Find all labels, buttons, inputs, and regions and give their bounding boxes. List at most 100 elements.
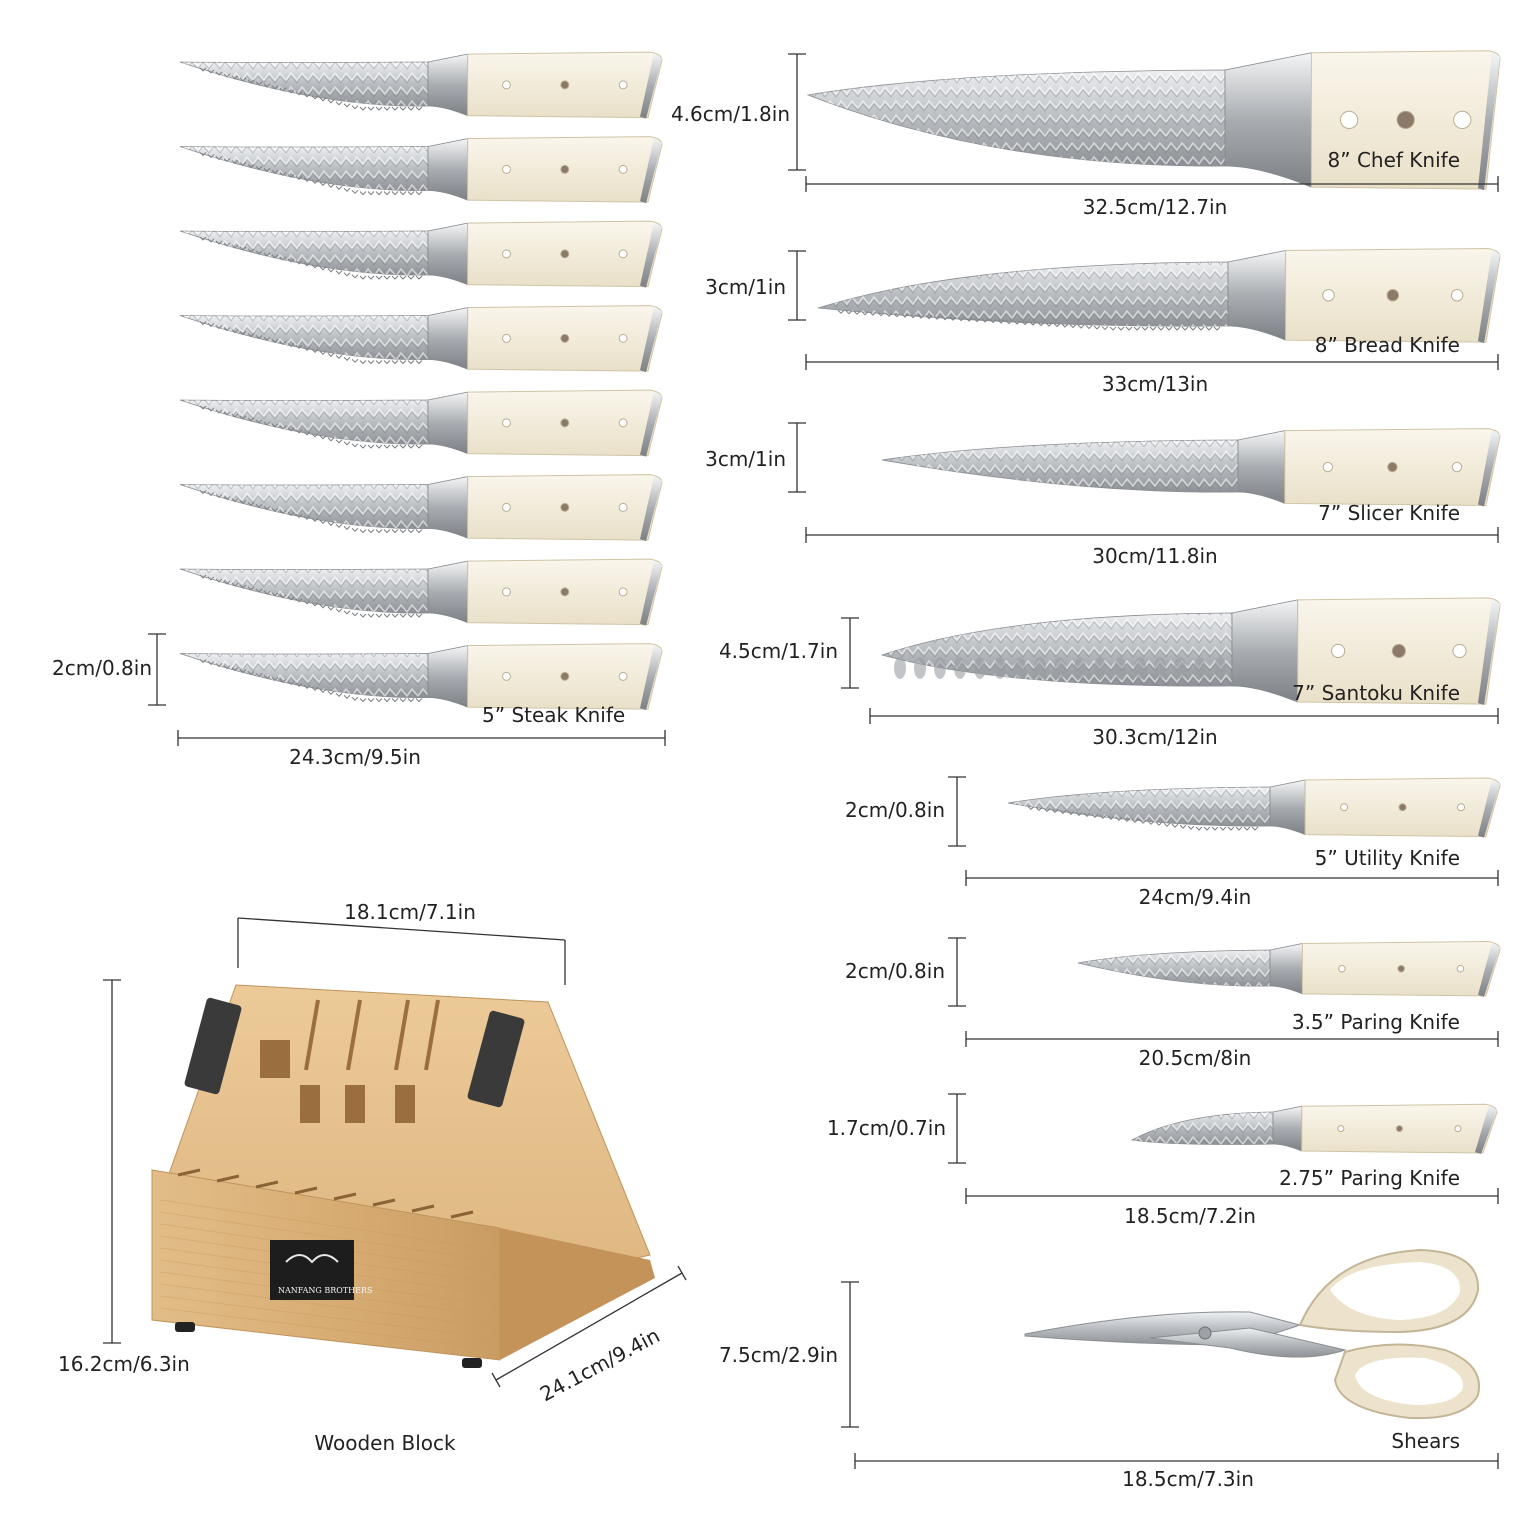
- block-shear-holder-left: [184, 997, 242, 1095]
- block-height-dimension: [103, 979, 121, 1344]
- steak-knife-length: 24.3cm/9.5in: [289, 745, 421, 769]
- santoku-knife-name: 7” Santoku Knife: [1292, 681, 1460, 705]
- steak-knife-4: [179, 305, 663, 373]
- bread-height-dimension: [788, 250, 806, 321]
- paring-knife-35-name: 3.5” Paring Knife: [1291, 1010, 1460, 1034]
- steak-knife-7-bolster: [427, 560, 468, 624]
- santoku-dimple: [1174, 657, 1186, 679]
- slicer-knife-bolster: [1237, 430, 1286, 505]
- block-logo-plate: [270, 1240, 354, 1300]
- steak-knife-8-bolster: [427, 645, 468, 708]
- santoku-dimple: [974, 657, 986, 679]
- steak-knife-7-rivet: [560, 587, 570, 597]
- block-slot: [304, 999, 320, 1071]
- paring-knife-275-rivet: [1395, 1125, 1403, 1133]
- chef-knife-length: 32.5cm/12.7in: [1082, 195, 1228, 219]
- paring-knife-275-bolster: [1272, 1105, 1303, 1152]
- santoku-dimple: [1154, 657, 1166, 679]
- wood-grain: [159, 1307, 496, 1350]
- steak-knife-6-bolster: [427, 476, 468, 539]
- santoku-knife-height: 4.5cm/1.7in: [718, 639, 838, 663]
- steak-knife-8-rivet: [502, 671, 511, 681]
- steak-knife-height: 2cm/0.8in: [52, 656, 152, 680]
- steak-knife-6-rivet: [502, 502, 511, 512]
- paring35-length-dimension: [965, 1031, 1499, 1047]
- shears-length-dimension: [854, 1453, 1499, 1469]
- paring-knife-35-length: 20.5cm/8in: [1138, 1046, 1252, 1070]
- steak-knife-8: [179, 643, 663, 711]
- block-slot: [411, 1204, 435, 1213]
- block-slot: [300, 1085, 320, 1123]
- paring-knife-275-end-cap: [1475, 1105, 1497, 1155]
- chef-knife-end-cap: [1478, 51, 1500, 191]
- paring-knife-275: [1130, 1103, 1498, 1155]
- shears-height: 7.5cm/2.9in: [718, 1343, 838, 1367]
- steak-knife-name: 5” Steak Knife: [482, 703, 626, 727]
- bread-knife-bolster: [1227, 249, 1286, 341]
- steak-knife-6-rivet: [618, 502, 628, 512]
- santoku-knife-end-cap: [1478, 598, 1500, 706]
- steak-knife-2-rivet: [560, 164, 570, 174]
- santoku-knife-length: 30.3cm/12in: [1092, 725, 1218, 749]
- block-slot: [255, 1180, 279, 1189]
- block-slot: [216, 1174, 240, 1183]
- santoku-dimple: [1094, 657, 1106, 679]
- slicer-length-dimension: [805, 527, 1499, 543]
- slicer-height-dimension: [788, 422, 806, 493]
- steak-knife-2: [179, 136, 663, 204]
- steak-knife-2-rivet: [618, 164, 628, 174]
- steak-knife-4-end-cap: [640, 306, 662, 373]
- steak-knife-8-end-cap: [640, 644, 662, 711]
- santoku-knife-rivet: [1391, 643, 1406, 659]
- santoku-dimple: [914, 657, 926, 679]
- paring-knife-275-rivet: [1337, 1125, 1345, 1133]
- steak-knife-7-rivet: [502, 587, 511, 597]
- slicer-knife-height: 3cm/1in: [705, 447, 786, 471]
- paring-knife-275-length: 18.5cm/7.2in: [1124, 1204, 1256, 1228]
- chef-knife-rivet: [1453, 110, 1472, 130]
- steak-knife-5-rivet: [618, 418, 628, 428]
- steak-knife-3: [179, 220, 663, 288]
- paring-knife-35-end-cap: [1478, 942, 1500, 997]
- chef-height-dimension: [788, 53, 806, 171]
- steak-knife-3-bolster: [427, 222, 468, 286]
- steak-knife-1-rivet: [618, 80, 628, 90]
- steak-height-dimension: [148, 633, 166, 706]
- block-side-face: [500, 1228, 655, 1360]
- slicer-knife-rivet: [1322, 461, 1334, 473]
- bread-knife-rivet: [1450, 289, 1464, 302]
- santoku-dimple: [1074, 657, 1086, 679]
- utility-height-dimension: [948, 776, 966, 847]
- utility-knife-length: 24cm/9.4in: [1138, 885, 1252, 909]
- bread-knife-name: 8” Bread Knife: [1314, 333, 1460, 357]
- block-slot: [345, 1085, 365, 1123]
- slicer-knife: [881, 428, 1501, 507]
- santoku-dimple: [994, 657, 1006, 679]
- santoku-dimple: [1194, 657, 1206, 679]
- kitchen-shears: [1024, 1248, 1480, 1420]
- paring275-height-dimension: [948, 1093, 966, 1164]
- bread-knife-rivet: [1386, 289, 1400, 302]
- bread-knife-end-cap: [1478, 249, 1500, 344]
- steak-knife-6: [179, 474, 663, 542]
- block-foot: [462, 1358, 482, 1368]
- chef-length-dimension: [805, 176, 1499, 192]
- steak-knife-4-rivet: [618, 333, 628, 343]
- wood-grain: [159, 1283, 496, 1328]
- steak-knife-1-rivet: [560, 80, 570, 90]
- santoku-knife: [880, 597, 1501, 706]
- block-foot: [175, 1322, 195, 1332]
- santoku-dimple: [1054, 657, 1066, 679]
- steak-knife-5-end-cap: [640, 391, 662, 457]
- steak-knife-6-rivet: [560, 502, 570, 512]
- paring275-length-dimension: [965, 1188, 1499, 1204]
- block-depth-dimension: [491, 1265, 687, 1388]
- block-width: 18.1cm/7.1in: [344, 900, 476, 924]
- steak-knife-6-end-cap: [640, 475, 662, 542]
- block-slot: [450, 1210, 474, 1219]
- chef-knife-rivet: [1339, 110, 1359, 130]
- bread-knife-height: 3cm/1in: [705, 275, 786, 299]
- block-slot: [333, 1192, 357, 1201]
- paring-knife-35-rivet: [1338, 964, 1346, 973]
